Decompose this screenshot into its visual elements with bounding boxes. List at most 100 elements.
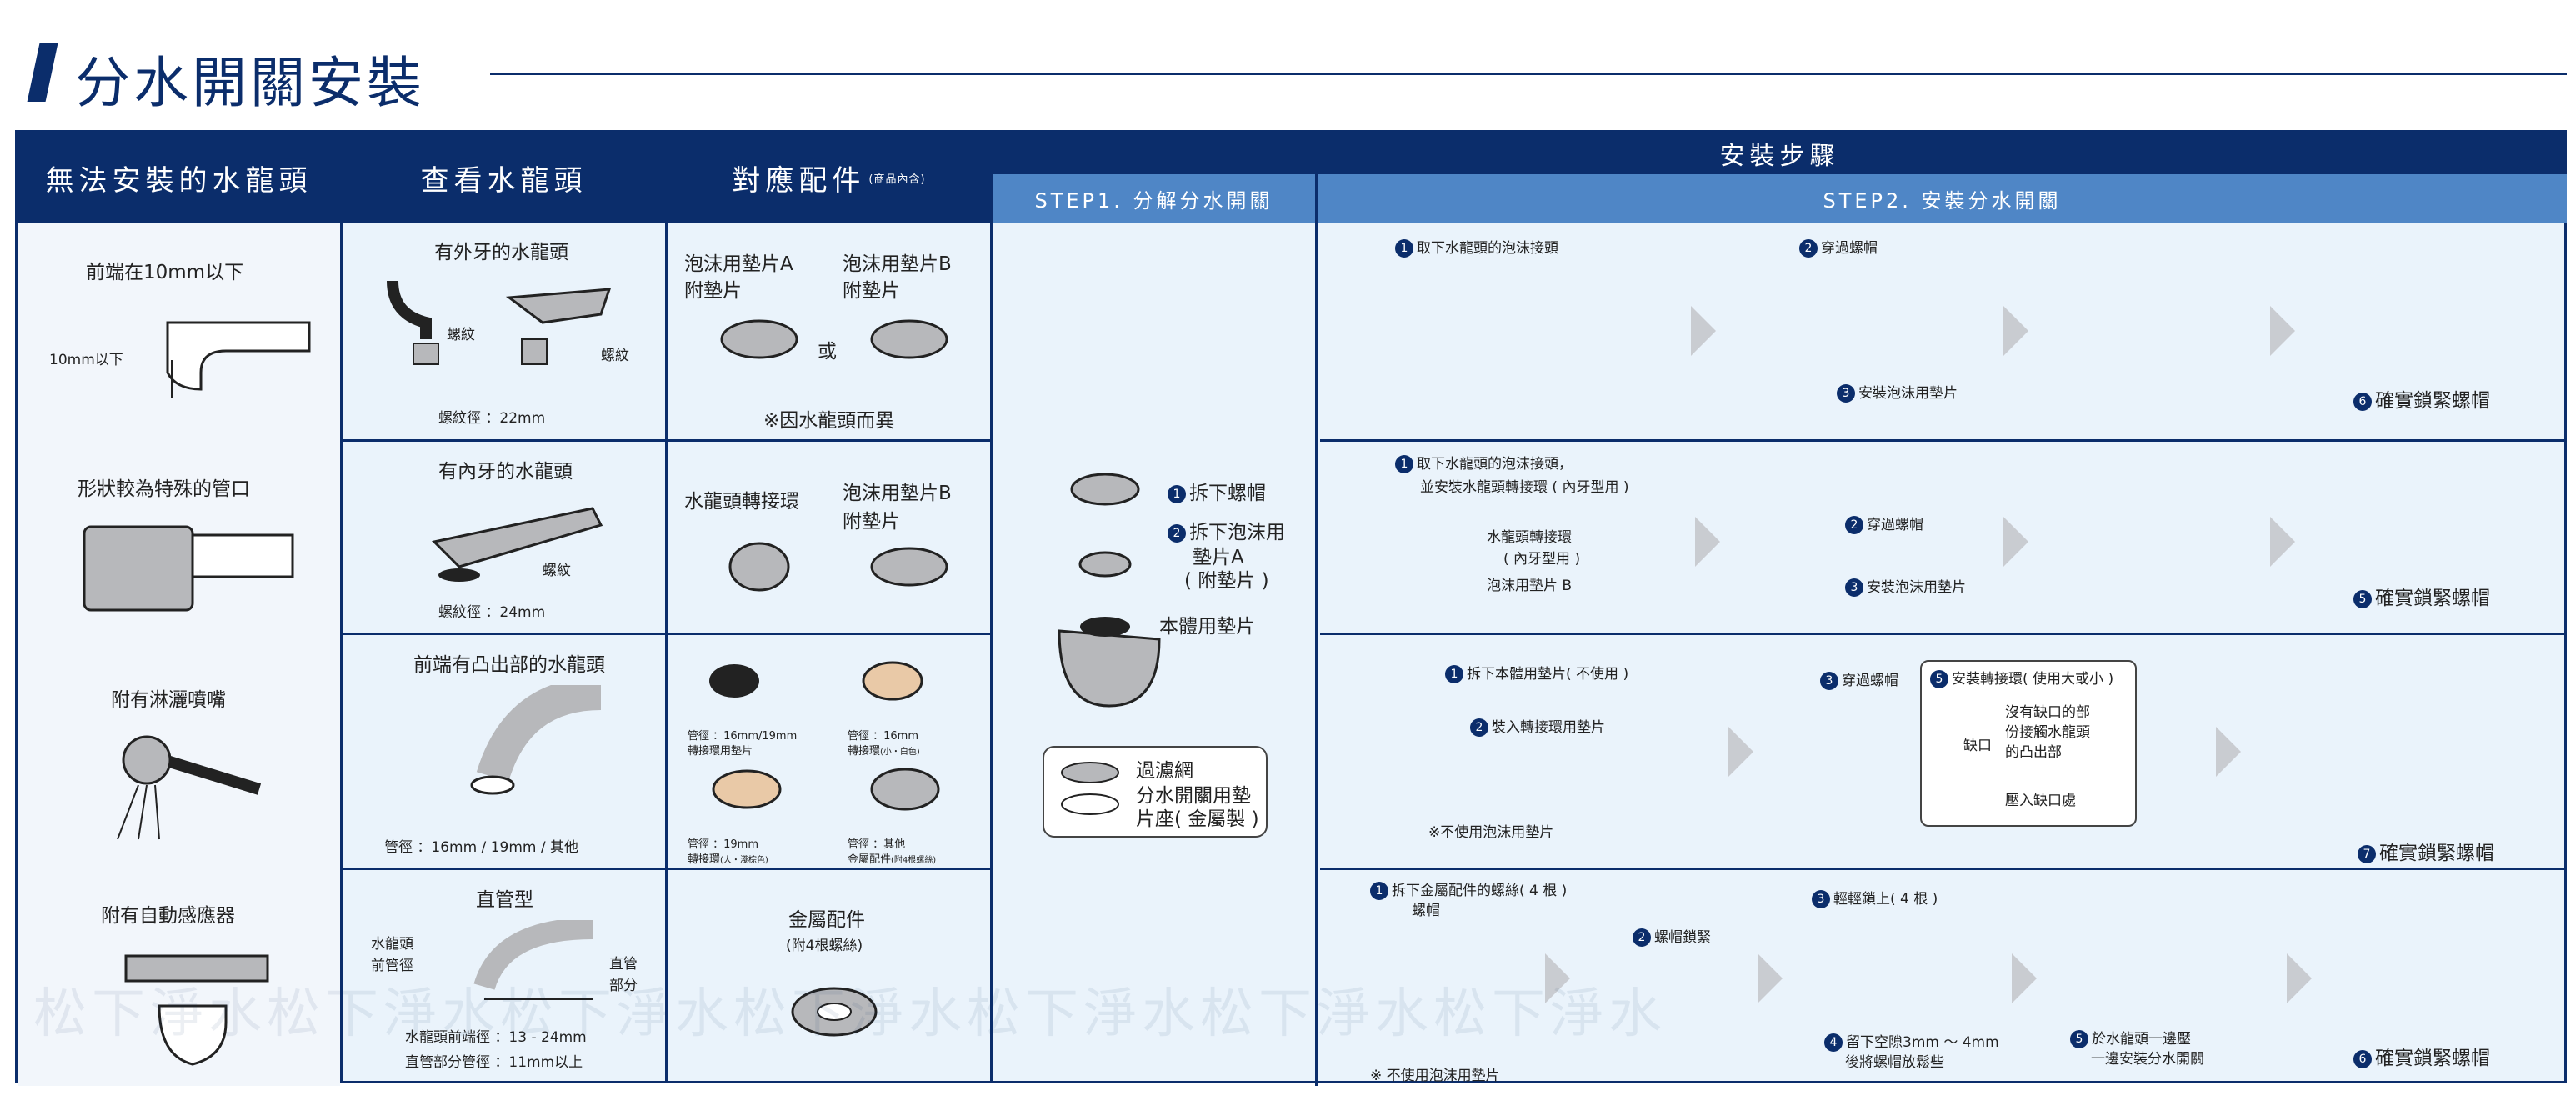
- step1-num-2: 2: [1168, 523, 1186, 543]
- label-front-diameter: 水龍頭 前管徑: [371, 936, 413, 974]
- header-check-faucet: 查看水龍頭: [343, 133, 665, 223]
- step1-callout: 過濾網 分水開關用墊 片座( 金屬製 ): [1043, 746, 1268, 838]
- spec-straight-diameter: 直管部分管徑 ：11mm以上: [405, 1054, 583, 1071]
- label-foam-gasket-a: 泡沫用墊片A: [684, 253, 793, 275]
- p4-name: 金屬配件(附4根螺絲): [848, 850, 936, 866]
- header-install-steps: 安裝步驟: [993, 133, 2567, 174]
- r4-step5b: 一邊安裝分水開關: [2091, 1051, 2204, 1068]
- step1-text-1: 拆下螺帽: [1189, 483, 1266, 504]
- r2-step5-text: 確實鎖緊螺帽: [2375, 588, 2490, 609]
- r2-arrow-1: [1695, 517, 1720, 567]
- cell-internal-thread: 有內牙的水龍頭 螺紋 螺紋徑 ：24mm: [343, 439, 665, 633]
- r3-notch: 缺口: [1963, 738, 1992, 754]
- r1-arrow-3: [2270, 306, 2295, 356]
- label-metal-fitting: 金屬配件: [788, 909, 865, 931]
- r1-step2-text: 穿過螺帽: [1821, 240, 1878, 257]
- r1-step6-text: 確實鎖緊螺帽: [2375, 390, 2490, 412]
- label-gasket-a-sub: 附墊片: [684, 280, 742, 302]
- title-external-thread: 有外牙的水龍頭: [434, 242, 568, 263]
- r4-step1b: 螺帽: [1412, 903, 1440, 919]
- shower-nozzle-icon: [117, 735, 262, 840]
- spec-pipe-diameter: 管徑 ：16mm / 19mm / 其他: [384, 839, 578, 856]
- p2-name-note: (小・白色): [880, 748, 920, 757]
- p3-name-note: (大・淺棕色): [720, 856, 768, 865]
- label-special-shape: 形狀較為特殊的管口: [78, 478, 250, 500]
- cell-protrusion: 前端有凸出部的水龍頭 管徑 ：16mm / 19mm / 其他: [343, 633, 665, 868]
- filter-seat-icon: [1061, 762, 1119, 815]
- p2-name-text: 轉接環: [848, 745, 881, 758]
- r1-arrow-2: [2003, 306, 2028, 356]
- label-foam-gasket-b-2: 泡沫用墊片B: [843, 483, 952, 504]
- r2-step1-text: 取下水龍頭的泡沫接頭，: [1417, 456, 1573, 473]
- spec-front-diameter: 水龍頭前端徑 ：13 - 24mm: [405, 1029, 587, 1046]
- r3-arrow-2: [2216, 727, 2241, 777]
- r3-step3-text: 穿過螺帽: [1842, 673, 1898, 689]
- cell-external-thread: 有外牙的水龍頭 螺紋 螺紋 螺紋徑 ：22mm: [343, 223, 665, 439]
- cell-incompatible-list: 前端在10mm以下 10mm以下 形狀較為特殊的管口 附有淋灑噴嘴 附有自動感應…: [18, 223, 340, 1086]
- label-filter: 過濾網: [1136, 760, 1193, 782]
- title-accent-bar: [27, 43, 58, 102]
- straight-pipe-faucet-icon: [473, 920, 593, 1000]
- r2-arrow-3: [2270, 517, 2295, 567]
- label-internal-thread: 螺紋: [543, 563, 571, 579]
- r2-step1b: 並安裝水龍頭轉接環 ( 內牙型用 ): [1420, 479, 1629, 496]
- external-thread-faucets-icon: [387, 280, 612, 365]
- label-straight-part: 直管 部分: [609, 956, 638, 994]
- r3-arrow-1: [1728, 727, 1753, 777]
- r3-side-1: 沒有缺口的部: [2005, 704, 2090, 721]
- cell-adapter-ring: 水龍頭轉接環 泡沫用墊片B 附墊片: [668, 439, 990, 633]
- spec-thread-24mm: 螺紋徑 ：24mm: [438, 604, 546, 621]
- p2-name: 轉接環(小・白色): [848, 742, 920, 758]
- r3-step1-text: 拆下本體用墊片( 不使用 ): [1467, 666, 1629, 683]
- title-protrusion: 前端有凸出部的水龍頭: [413, 654, 605, 676]
- p2-spec: 管徑 ：16mm: [848, 730, 919, 743]
- dim-10mm: 10mm以下: [49, 352, 123, 368]
- p3-name: 轉接環(大・淺棕色): [688, 850, 768, 866]
- p1-spec: 管徑 ：16mm/19mm: [688, 730, 798, 743]
- p4-name-note: (附4根螺絲): [891, 856, 937, 865]
- label-seat-1: 分水開關用墊: [1136, 785, 1251, 807]
- r4-step1-text: 拆下金屬配件的螺絲( 4 根 ): [1392, 883, 1568, 899]
- r4-arrow-4: [2287, 953, 2312, 1003]
- r3-side-3: 的凸出部: [2005, 744, 2062, 761]
- p1-name: 轉接環用墊片: [688, 745, 753, 758]
- r4-arrow-3: [2012, 953, 2037, 1003]
- r2-step3-text: 安裝泡沫用墊片: [1867, 579, 1966, 596]
- protrusion-faucet-icon: [470, 685, 602, 795]
- header-accessories-label: 對應配件: [732, 163, 866, 198]
- header-step2: STEP2. 安裝分水開關: [1318, 174, 2567, 223]
- foam-gaskets-icon: [720, 319, 948, 359]
- page-title: 分水開關安裝: [75, 51, 425, 115]
- column-accessories: 對應配件(商品內含) 泡沫用墊片A 附墊片 泡沫用墊片B 附墊片 或 ※因水龍頭…: [668, 133, 993, 1081]
- r1-step1-text: 取下水龍頭的泡沫接頭: [1417, 240, 1558, 257]
- r4-note: ※ 不使用泡沫用墊片: [1370, 1068, 1500, 1084]
- p4-name-text: 金屬配件: [848, 853, 892, 866]
- label-seat-2: 片座( 金屬製 ): [1136, 808, 1259, 830]
- header-step1: STEP1. 分解分水開關: [993, 174, 1318, 223]
- label-thread-2: 螺紋: [601, 348, 629, 364]
- adapter-gaskets-bottom-icon: [712, 768, 940, 811]
- metal-fitting-icon: [791, 987, 878, 1037]
- r2-adapter: 水龍頭轉接環: [1487, 529, 1572, 546]
- r4-arrow-1: [1545, 953, 1570, 1003]
- r4-step5-text: 於水龍頭一邊壓: [2092, 1031, 2191, 1048]
- title-straight-pipe: 直管型: [476, 889, 533, 911]
- page-title-block: 分水開關安裝: [27, 33, 2567, 117]
- cell-adapter-set: 管徑 ：16mm/19mm 轉接環用墊片 管徑 ：16mm 轉接環(小・白色) …: [668, 633, 990, 868]
- r2-arrow-2: [2003, 517, 2028, 567]
